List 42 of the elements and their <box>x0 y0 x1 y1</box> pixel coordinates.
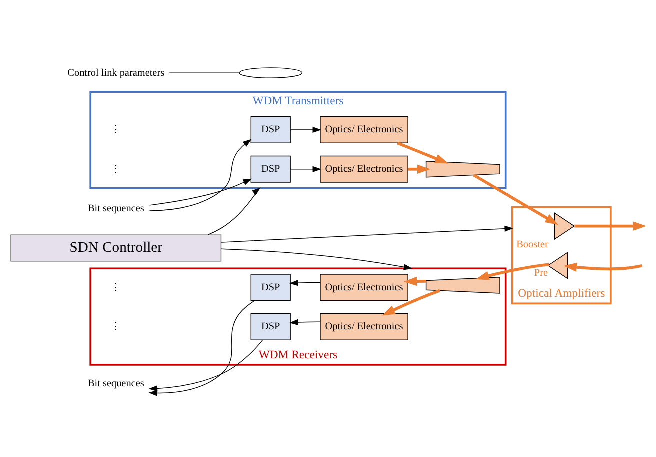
arrow <box>149 139 252 212</box>
arrow <box>290 126 322 134</box>
node-label: Booster <box>516 240 548 251</box>
node-text: Control link parameters <box>68 68 165 79</box>
arrow <box>221 248 413 270</box>
label: ⋮ <box>111 282 122 294</box>
arrow <box>397 142 449 164</box>
node-box: DSP <box>250 314 291 341</box>
arrow <box>382 289 440 316</box>
arrow <box>290 319 321 326</box>
node-box: Optics/ Electronics <box>320 314 408 341</box>
node-box: DSP <box>250 274 291 302</box>
node-trapezoid <box>426 277 500 294</box>
node-text: Bit sequences <box>88 203 144 214</box>
node-box: Optics/ Electronics <box>320 274 408 302</box>
label: ⋮ <box>111 124 122 136</box>
node-triangle <box>548 252 568 280</box>
arrow <box>221 226 514 243</box>
node-triangle <box>554 212 576 240</box>
node-box: Optics/ Electronics <box>320 116 408 144</box>
arrow <box>408 164 431 174</box>
node-box: SDN Controller <box>10 234 222 262</box>
arrow <box>290 280 321 286</box>
node-trapezoid <box>426 160 500 178</box>
node-box: DSP <box>250 116 291 144</box>
arrow <box>208 188 261 236</box>
arrow <box>290 166 322 172</box>
label: ⋮ <box>111 164 122 176</box>
node-ellipse <box>239 68 303 79</box>
arrow <box>149 178 252 206</box>
node-label: Pre <box>534 268 548 280</box>
arrow <box>476 263 550 280</box>
node-box: DSP <box>250 156 291 183</box>
node-box: Optics/ Electronics <box>320 156 408 183</box>
arrow <box>564 262 642 272</box>
arrow <box>148 340 264 392</box>
arrow <box>148 300 256 396</box>
label: ⋮ <box>111 322 122 333</box>
connector <box>169 72 240 74</box>
arrow <box>404 276 426 286</box>
arrow <box>473 174 558 226</box>
node-text: Bit sequences <box>88 378 144 390</box>
